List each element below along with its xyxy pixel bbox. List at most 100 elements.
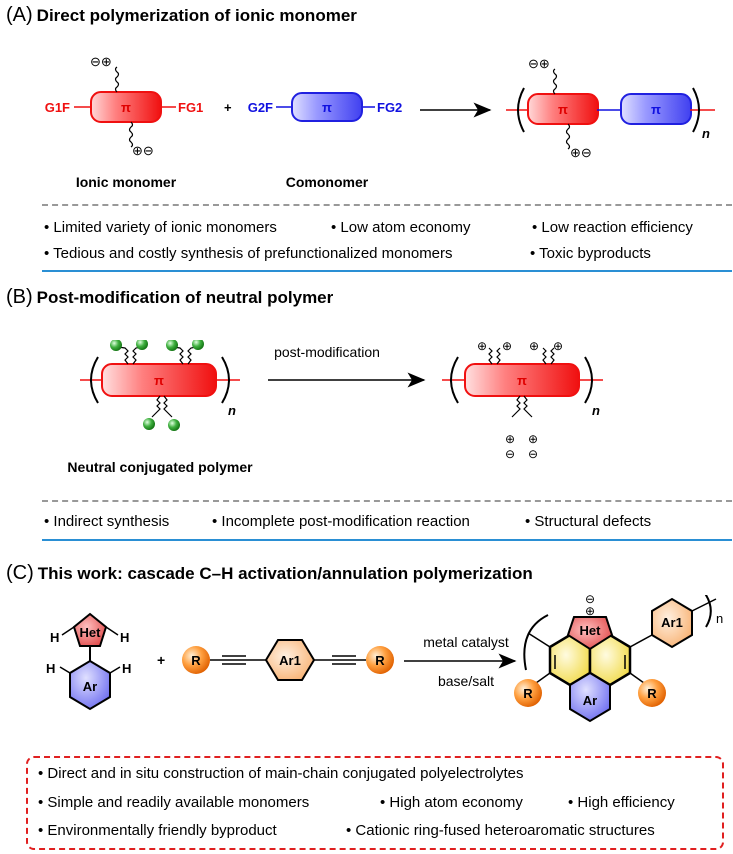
svg-text:π: π [558,102,568,117]
svg-text:Het: Het [80,625,102,640]
section-c-title: This work: cascade C–H activation/annula… [37,564,533,583]
advantage-item: • Environmentally friendly byproduct [38,822,277,839]
svg-text:⊖: ⊖ [585,595,595,606]
pi-core-blue [291,92,363,122]
fg2-label: FG2 [377,100,402,115]
divider-dashed [42,204,732,206]
green-ball-icon [168,419,180,431]
svg-text:⊕: ⊕ [477,340,487,353]
charge-pair-icon: ⊕⊖ [132,143,154,158]
divider-blue [42,270,732,272]
r-group-ball [366,646,394,674]
svg-text:⊕: ⊕ [505,432,515,446]
pi-core-red [90,91,162,123]
comonomer: π G2F FG2 [248,92,402,122]
copolymer-product: π π n ⊖⊕ ⊕⊖ [506,56,715,160]
drawback-item: • Low reaction efficiency [532,219,693,236]
advantage-item: • Cationic ring-fused heteroaromatic str… [346,822,655,839]
svg-text:π: π [322,100,332,115]
section-c-label: (C) [6,562,34,584]
svg-text:π: π [154,373,164,388]
drawback-item: • Limited variety of ionic monomers [44,219,277,236]
section-a-heading: (A)Direct polymerization of ionic monome… [6,4,357,27]
advantages-box [26,756,724,850]
fg1-label: FG1 [178,100,203,115]
green-ball-icon [110,340,122,351]
drawback-item: • Structural defects [525,513,652,530]
cationic-polymer: π n ⊖⊕ ⊖⊕ ⊖⊕ ⊖⊕ ⊕⊖ ⊕⊖ [442,340,603,461]
r-group-ball [182,646,210,674]
section-b-label: (B) [6,286,33,308]
g1f-label: G1F [45,100,70,115]
svg-text:H: H [120,630,129,645]
svg-text:⊕: ⊕ [529,340,539,353]
ionic-monomer: π ⊖⊕ ⊕⊖ G1F FG1 [45,54,204,158]
plus-sign: + [157,652,165,668]
divider-dashed [42,500,732,502]
repeat-n: n [702,126,710,141]
het-ar-monomer: Het Ar H H H H [46,612,131,711]
svg-text:n: n [228,403,236,418]
svg-text:Ar1: Ar1 [279,653,301,668]
svg-text:n: n [716,611,723,626]
svg-text:⊕: ⊕ [502,340,512,353]
arrow-label: post-modification [274,344,380,360]
drawback-item: • Incomplete post-modification reaction [212,513,470,530]
svg-text:⊕: ⊕ [528,432,538,446]
drawback-item: • Indirect synthesis [44,513,170,530]
divider-blue [42,539,732,541]
svg-text:R: R [523,686,533,701]
section-b-scheme: π n post-modification π n ⊖⊕ ⊖⊕ ⊖⊕ ⊖⊕ [67,340,603,475]
section-c-scheme: Het Ar H H H H + R Ar1 R metal catalyst … [46,595,723,723]
green-ball-icon [192,340,204,350]
advantage-item: • High atom economy [380,794,523,811]
charge-pair-icon: ⊖⊕ [90,54,112,69]
section-b-heading: (B)Post-modification of neutral polymer [6,286,333,309]
svg-text:n: n [592,403,600,418]
svg-text:π: π [517,373,527,388]
svg-text:⊖: ⊖ [505,447,515,461]
section-a-scheme: π ⊖⊕ ⊕⊖ G1F FG1 + π G2F FG2 π π n ⊖⊕ ⊕⊖ … [45,54,715,190]
section-a-label: (A) [6,4,33,26]
wavy-linker [114,66,120,93]
advantage-item: • Direct and in situ construction of mai… [38,765,524,782]
neutral-polymer-caption: Neutral conjugated polymer [67,459,253,475]
svg-text:R: R [191,653,201,668]
pi-symbol: π [121,100,131,115]
section-a-title: Direct polymerization of ionic monomer [36,6,357,25]
svg-text:R: R [375,653,385,668]
drawback-item: • Toxic byproducts [530,245,651,262]
plus-sign: + [224,100,232,115]
drawback-item: • Tedious and costly synthesis of prefun… [44,245,453,262]
charge-pair-icon: ⊕⊖ [570,145,592,160]
advantage-item: • High efficiency [568,794,675,811]
green-ball-icon [166,340,178,351]
advantage-item: • Simple and readily available monomers [38,794,310,811]
neutral-polymer: π n [80,340,240,431]
svg-text:⊖: ⊖ [528,447,538,461]
bracket-left [517,87,525,133]
svg-text:R: R [647,686,657,701]
green-ball-icon [143,418,155,430]
wavy-linker [128,121,134,148]
green-ball-icon [136,340,148,350]
svg-text:H: H [46,661,55,676]
section-b-title: Post-modification of neutral polymer [36,288,334,307]
svg-text:Ar: Ar [83,679,97,694]
svg-text:Het: Het [580,623,602,638]
arrow-label-top: metal catalyst [423,634,509,650]
svg-text:Ar1: Ar1 [661,615,683,630]
g2f-label: G2F [248,100,273,115]
comonomer-caption: Comonomer [286,174,369,190]
polyelectrolyte-product: Het Ar ⊖ ⊕ R R Ar1 n [514,595,723,723]
drawback-item: • Low atom economy [331,219,471,236]
section-c-heading: (C)This work: cascade C–H activation/ann… [6,562,533,585]
svg-text:π: π [651,102,661,117]
svg-text:⊕: ⊕ [553,340,563,353]
svg-text:H: H [122,661,131,676]
svg-text:Ar: Ar [583,693,597,708]
svg-text:H: H [50,630,59,645]
arrow-label-bottom: base/salt [438,673,494,689]
ionic-monomer-caption: Ionic monomer [76,174,177,190]
svg-text:⊕: ⊕ [585,604,595,618]
